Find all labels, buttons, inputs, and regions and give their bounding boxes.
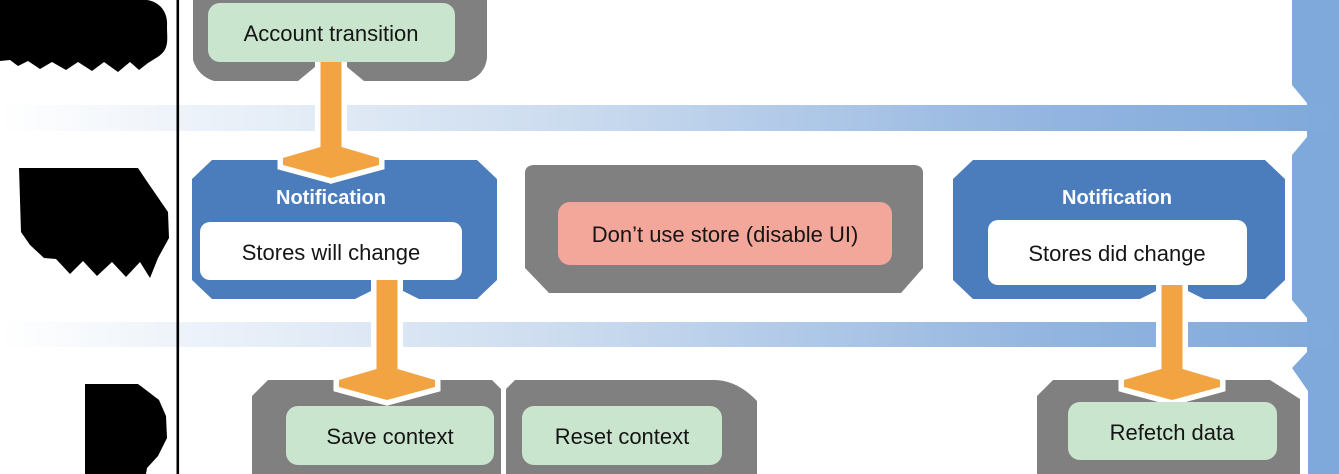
refetch-data-label: Refetch data [1110, 420, 1236, 445]
account-transition-box [208, 3, 455, 62]
dont-use-store-label: Don’t use store (disable UI) [592, 222, 859, 247]
refetch-data-box [1068, 402, 1277, 460]
reset-context-label: Reset context [555, 424, 690, 449]
timeline-band-lower [0, 322, 1339, 347]
notification-right-body-box [988, 220, 1247, 285]
save-context-label: Save context [326, 424, 453, 449]
flow-arrows [283, 62, 1220, 400]
arrow-account-to-notification [283, 62, 379, 178]
notification-left-header: Notification [276, 187, 386, 209]
notification-left-body-box [200, 222, 462, 280]
lane-label-redacted-top [0, 0, 168, 72]
timeline-band-upper [0, 105, 1339, 131]
lane-label-redacted-middle [19, 168, 169, 278]
notification-left-body: Stores will change [242, 240, 421, 265]
dont-use-store-box [558, 202, 892, 265]
arrow-notification-to-save-context [339, 280, 435, 400]
notification-right-body: Stores did change [1028, 241, 1205, 266]
account-transition-label: Account transition [244, 21, 419, 46]
lane-label-redacted-bottom [85, 384, 167, 474]
notification-right-header: Notification [1062, 187, 1172, 209]
arrow-notification-to-refetch-data [1124, 285, 1220, 400]
save-context-box [286, 406, 494, 465]
lane-separator-line [176, 0, 180, 474]
reset-context-box [522, 406, 722, 465]
